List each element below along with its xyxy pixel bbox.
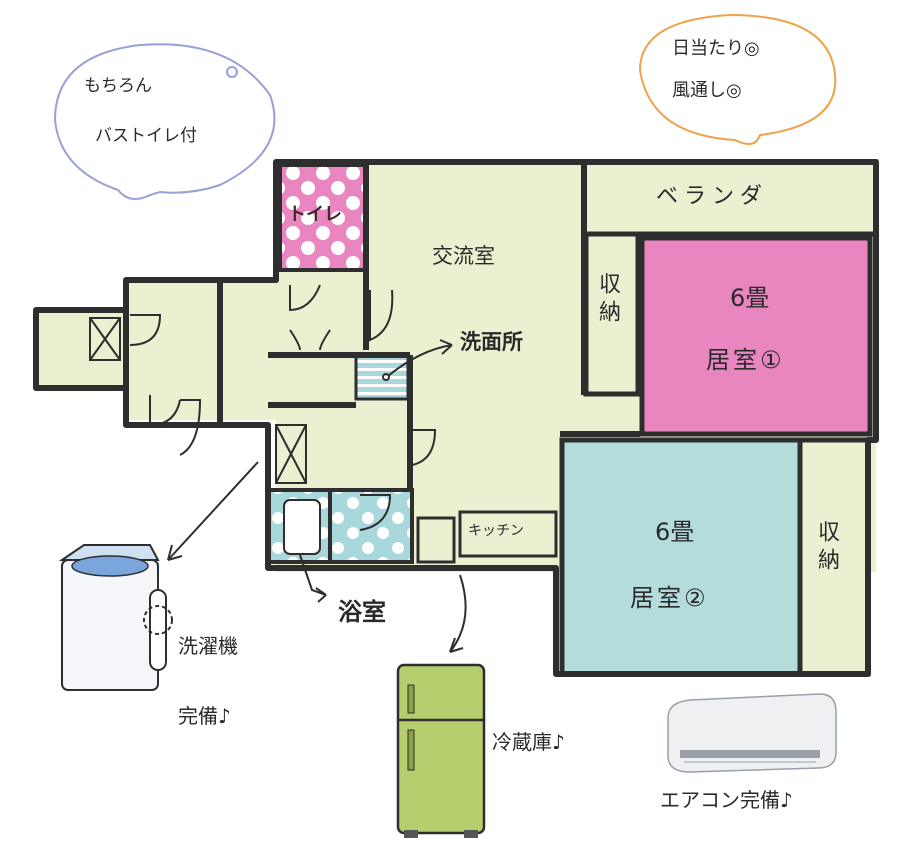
bubble-left-line1: もちろん bbox=[84, 76, 152, 96]
room-2-size-label: 6畳 bbox=[655, 518, 695, 546]
fridge-illustration bbox=[396, 663, 486, 838]
washer-label-line2: 完備♪ bbox=[178, 704, 231, 728]
aircon-label: エアコン完備♪ bbox=[660, 788, 793, 812]
fridge-label: 冷蔵庫♪ bbox=[492, 730, 565, 754]
room-1-area bbox=[639, 235, 873, 437]
washroom-label: 洗面所 bbox=[460, 330, 523, 354]
bubble-right-line2: 風通し◎ bbox=[672, 80, 742, 101]
toilet-label: トイレ bbox=[288, 204, 342, 225]
bubble-right bbox=[638, 13, 837, 145]
washer-label-line1: 洗濯機 bbox=[178, 634, 238, 658]
room-1-name-label: 居室① bbox=[706, 346, 785, 374]
bubble-left-line2: バストイレ付 bbox=[95, 126, 197, 146]
bathtub bbox=[283, 499, 321, 555]
washing-machine-illustration bbox=[58, 544, 173, 691]
bath-label: 浴室 bbox=[338, 598, 386, 626]
storage-1-label: 収納 bbox=[595, 272, 620, 328]
arrows bbox=[167, 339, 467, 653]
veranda-area bbox=[581, 159, 879, 237]
kitchen-counter bbox=[458, 510, 558, 558]
room-2-area bbox=[559, 437, 803, 677]
aircon-illustration bbox=[667, 693, 837, 773]
kitchen-label: キッチン bbox=[468, 523, 524, 539]
storage-2-label: 収納 bbox=[814, 520, 839, 576]
cupboards bbox=[89, 317, 307, 484]
walls bbox=[33, 159, 879, 677]
room-2-name-label: 居室② bbox=[630, 584, 709, 612]
bubble-right-line1: 日当たり◎ bbox=[672, 38, 760, 59]
common-room-label: 交流室 bbox=[432, 244, 495, 268]
bubble-left bbox=[53, 43, 276, 200]
room-1-size-label: 6畳 bbox=[730, 284, 770, 312]
door-swings bbox=[129, 284, 437, 531]
veranda-label: ベランダ bbox=[656, 184, 769, 209]
